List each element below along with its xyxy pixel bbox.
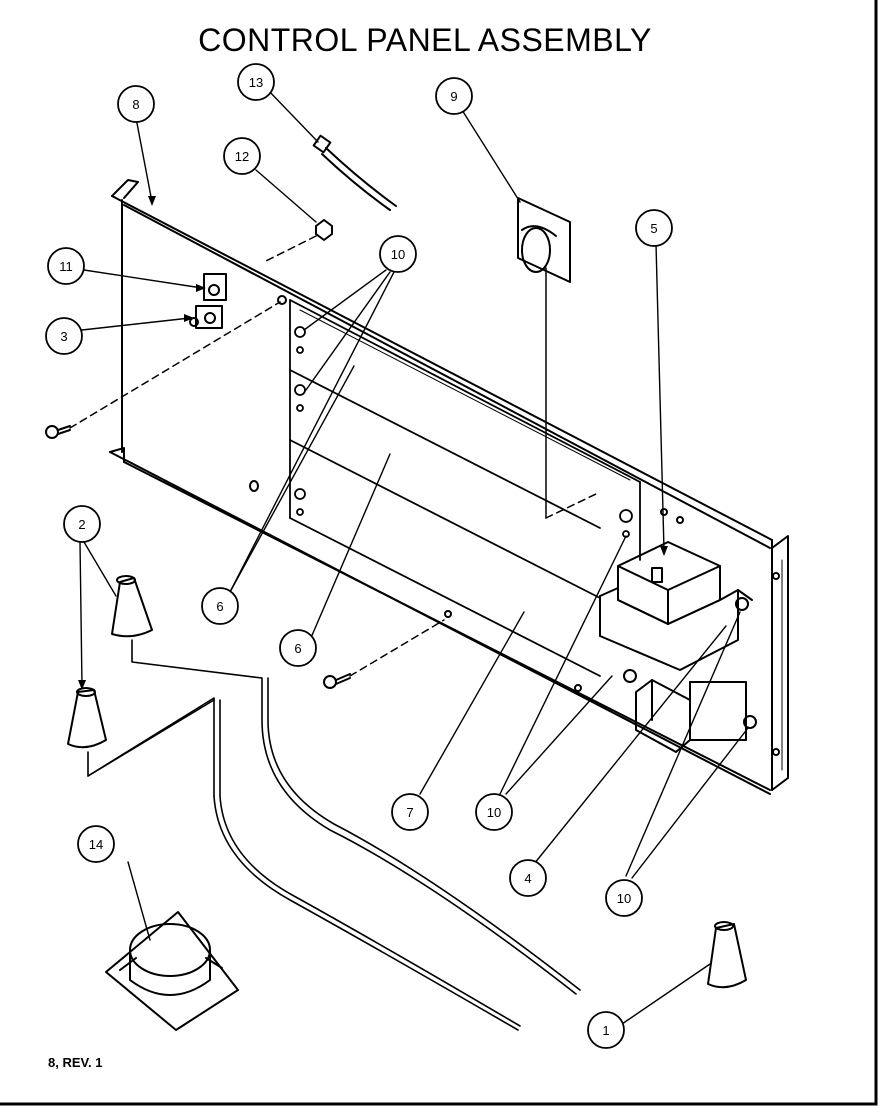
callout-7 <box>391 793 429 831</box>
callout-label: 6 <box>294 641 301 656</box>
callout-13 <box>237 63 275 101</box>
callout-label: 8 <box>132 97 139 112</box>
callout-circles <box>45 63 673 1049</box>
wire-harness <box>87 639 581 1031</box>
callout-label: 7 <box>406 805 413 820</box>
callout-label: 1 <box>602 1023 609 1038</box>
callout-2 <box>63 505 101 543</box>
callout-labels: 13 9 8 12 10 5 11 3 2 6 6 7 10 4 10 14 1 <box>59 75 657 1038</box>
callout-4 <box>509 859 547 897</box>
callout-14 <box>77 825 115 863</box>
nut <box>315 219 333 241</box>
callout-label: 10 <box>487 805 501 820</box>
callout-3 <box>45 317 83 355</box>
callout-label: 10 <box>617 891 631 906</box>
bumper-foot <box>707 921 747 989</box>
callout-label: 13 <box>249 75 263 90</box>
callout-10-mid <box>475 793 513 831</box>
wire-clip <box>517 197 571 283</box>
callout-1 <box>587 1011 625 1049</box>
callout-label: 6 <box>216 599 223 614</box>
callout-label: 9 <box>450 89 457 104</box>
callout-label: 3 <box>60 329 67 344</box>
callout-label: 11 <box>59 259 73 274</box>
capacitor <box>105 911 239 1031</box>
bumper-foot <box>111 575 153 638</box>
callout-label: 14 <box>89 837 103 852</box>
transformer <box>599 541 753 671</box>
control-plate <box>289 299 641 677</box>
control-panel <box>109 179 789 795</box>
callout-10-top <box>379 235 417 273</box>
terminal-bracket <box>189 273 227 329</box>
callout-8 <box>117 85 155 123</box>
mounting-screw-bottom <box>323 673 351 689</box>
tie-strap <box>312 134 397 211</box>
callout-label: 12 <box>235 149 249 164</box>
callout-label: 2 <box>78 517 85 532</box>
leader-lines <box>78 87 749 1025</box>
callout-9 <box>435 77 473 115</box>
diagram-title: CONTROL PANEL ASSEMBLY <box>198 22 652 58</box>
mounting-screw-left <box>45 425 71 439</box>
bumper-foot <box>67 687 107 749</box>
callout-6-right <box>279 629 317 667</box>
revision-footnote: 8, REV. 1 <box>48 1055 103 1070</box>
callout-11 <box>47 247 85 285</box>
callout-10-right <box>605 879 643 917</box>
callout-label: 5 <box>650 221 657 236</box>
callout-5 <box>635 209 673 247</box>
callout-12 <box>223 137 261 175</box>
callout-label: 4 <box>524 871 531 886</box>
callout-6-left <box>201 587 239 625</box>
callout-label: 10 <box>391 247 405 262</box>
relay <box>623 669 757 753</box>
